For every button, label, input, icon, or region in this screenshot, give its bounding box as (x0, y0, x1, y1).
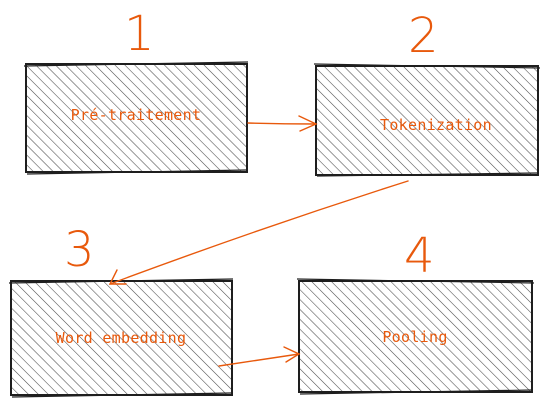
arrow-2-to-3 (108, 180, 409, 285)
arrow-3-to-4 (218, 346, 301, 367)
step-1-number: 1 (124, 6, 155, 62)
step-3-label: Word embedding (56, 329, 187, 347)
step-2-number: 2 (408, 8, 439, 64)
step-4-label: Pooling (382, 328, 447, 346)
step-2-box (313, 63, 541, 177)
step-3-box (8, 278, 234, 398)
step-2-label: Tokenization (380, 116, 492, 134)
arrow-1-to-2 (247, 115, 318, 132)
step-4-box (296, 278, 535, 395)
step-4-number: 4 (404, 228, 435, 284)
step-3-number: 3 (64, 222, 95, 278)
step-1-box (23, 61, 249, 175)
step-1-label: Pré-traitement (71, 106, 202, 124)
